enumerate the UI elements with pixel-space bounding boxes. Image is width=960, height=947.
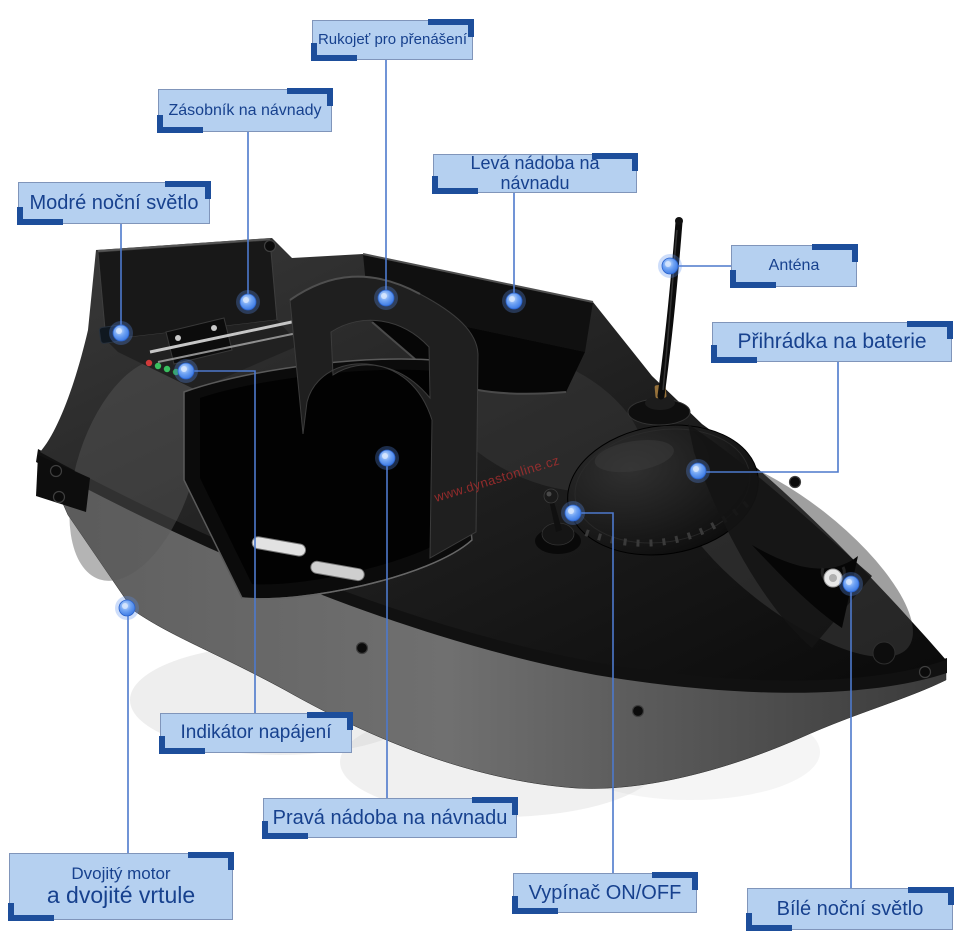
label-text: Přihrádka na baterie bbox=[737, 330, 927, 354]
deck-screws bbox=[49, 239, 932, 718]
callout-dot-switch bbox=[561, 501, 585, 525]
label-white-night-light: Bílé noční světlo bbox=[746, 887, 954, 931]
callout-dot-white-light bbox=[839, 572, 863, 596]
callout-dot-blue-light bbox=[109, 321, 133, 345]
callout-dot-handle bbox=[374, 286, 398, 310]
label-text: Rukojeť pro přenášení bbox=[317, 30, 468, 48]
label-dual-motor: Dvojitý motor a dvojité vrtule bbox=[8, 852, 234, 921]
callout-dot-right-container bbox=[375, 446, 399, 470]
callout-dots bbox=[109, 254, 863, 620]
power-indicator-leds bbox=[145, 359, 180, 376]
white-night-light bbox=[820, 566, 846, 588]
label-text: Pravá nádoba na návnadu bbox=[272, 807, 508, 829]
label-left-bait-container: Levá nádoba na návnadu bbox=[432, 152, 638, 194]
callout-line-power-indicator bbox=[194, 370, 256, 713]
callout-lines bbox=[120, 60, 852, 888]
carrying-handle bbox=[289, 275, 479, 559]
label-text: Indikátor napájení bbox=[180, 721, 332, 743]
callout-dot-antenna bbox=[658, 254, 682, 278]
label-carrying-handle: Rukojeť pro přenášení bbox=[311, 19, 474, 61]
label-text: Levá nádoba na návnadu bbox=[470, 152, 600, 193]
callout-dot-motor bbox=[115, 596, 139, 620]
label-text: Dvojitý motor bbox=[71, 863, 171, 883]
bow-details bbox=[688, 424, 896, 665]
stern-flange bbox=[36, 455, 90, 512]
callout-dot-left-container bbox=[502, 289, 526, 313]
label-text: a dvojité vrtule bbox=[46, 882, 196, 909]
label-power-indicator: Indikátor napájení bbox=[159, 712, 353, 754]
container-hinges bbox=[251, 536, 365, 582]
on-off-switch bbox=[535, 488, 581, 554]
label-text: Anténa bbox=[768, 257, 820, 275]
deck-sheen-left bbox=[69, 359, 201, 581]
callout-line-battery bbox=[706, 362, 839, 473]
label-text: Modré noční světlo bbox=[29, 192, 199, 214]
callout-line-switch bbox=[581, 512, 614, 873]
label-on-off-switch: Vypínač ON/OFF bbox=[512, 872, 698, 914]
label-text: Zásobník na návnady bbox=[168, 101, 322, 119]
callout-dot-hopper bbox=[236, 290, 260, 314]
callout-dot-battery bbox=[686, 459, 710, 483]
boat-rub-rail bbox=[36, 449, 947, 693]
label-antenna: Anténa bbox=[730, 244, 858, 288]
antenna bbox=[627, 217, 691, 426]
label-text: Bílé noční světlo bbox=[776, 898, 924, 920]
bait-hopper bbox=[97, 238, 327, 390]
label-right-bait-container: Pravá nádoba na návnadu bbox=[262, 797, 518, 839]
callout-dot-power-indicator bbox=[174, 359, 198, 383]
label-blue-night-light: Modré noční světlo bbox=[17, 181, 211, 225]
label-text: Vypínač ON/OFF bbox=[528, 882, 682, 904]
label-bait-hopper: Zásobník na návnady bbox=[157, 88, 333, 133]
label-battery-compartment: Přihrádka na baterie bbox=[711, 321, 953, 363]
